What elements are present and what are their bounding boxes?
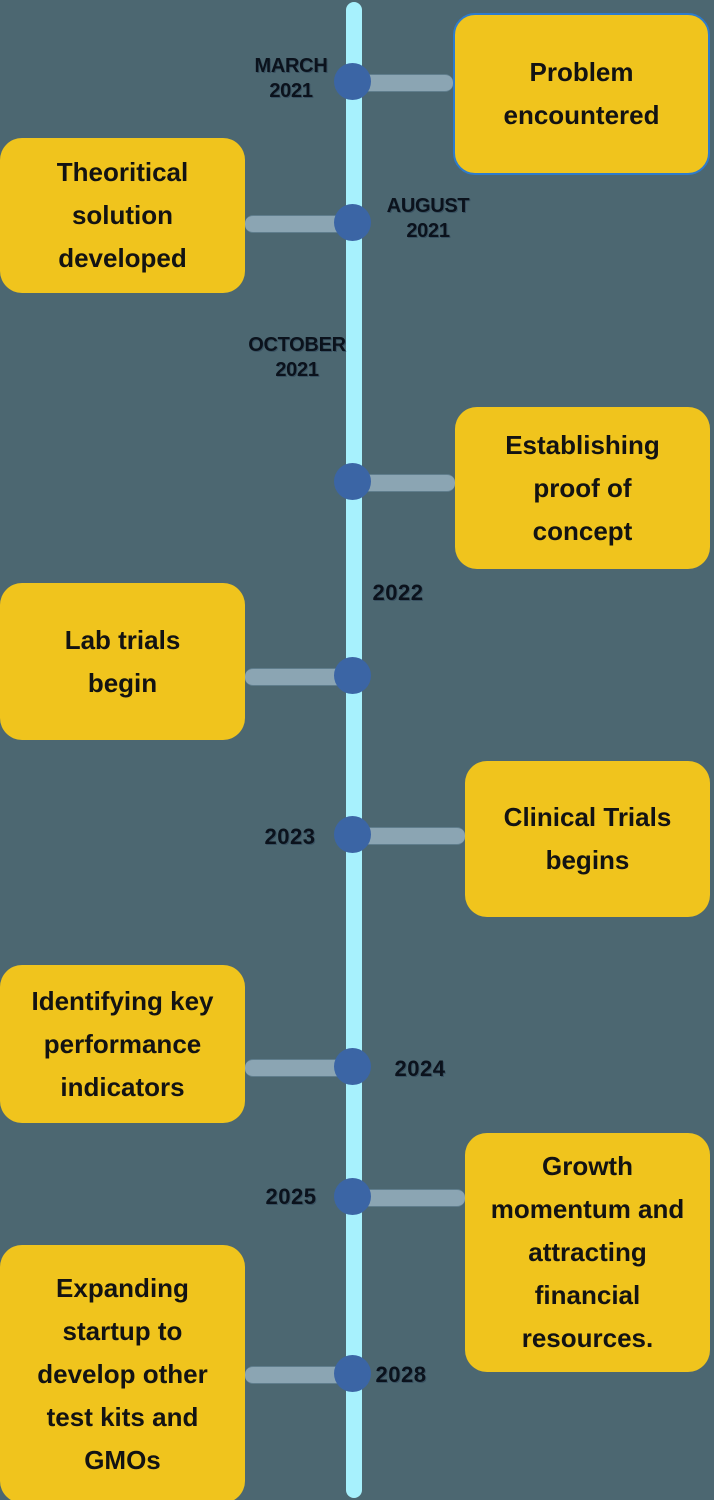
timeline-node bbox=[334, 657, 371, 694]
event-date-label: 2023 bbox=[264, 824, 316, 849]
event-date-label: 2024 bbox=[394, 1056, 446, 1081]
event-date-label: MARCH 2021 bbox=[254, 55, 328, 102]
event-date-label: 2022 bbox=[372, 580, 424, 605]
connector-line bbox=[353, 474, 455, 492]
timeline-node bbox=[334, 816, 371, 853]
timeline-node bbox=[334, 204, 371, 241]
event-date-label: 2025 bbox=[265, 1184, 317, 1209]
event-card: Expanding startup to develop other test … bbox=[0, 1245, 245, 1500]
timeline-node bbox=[334, 1355, 371, 1392]
connector-line bbox=[245, 668, 353, 686]
connector-line bbox=[245, 1366, 353, 1384]
timeline-bar bbox=[346, 2, 362, 1498]
event-card: Establishing proof of concept bbox=[455, 407, 710, 569]
connector-line bbox=[245, 215, 353, 233]
connector-line bbox=[353, 74, 453, 92]
timeline-node bbox=[334, 63, 371, 100]
timeline-node bbox=[334, 1048, 371, 1085]
event-card: Growth momentum and attracting financial… bbox=[465, 1133, 710, 1372]
event-card: Theoritical solution developed bbox=[0, 138, 245, 293]
event-card: Identifying key performance indicators bbox=[0, 965, 245, 1123]
event-date-label: 2028 bbox=[375, 1362, 427, 1387]
connector-line bbox=[245, 1059, 353, 1077]
event-card: Lab trials begin bbox=[0, 583, 245, 740]
event-card: Problem encountered bbox=[453, 13, 710, 175]
event-card: Clinical Trials begins bbox=[465, 761, 710, 917]
event-date-label: OCTOBER 2021 bbox=[248, 334, 346, 381]
connector-line bbox=[353, 827, 465, 845]
connector-line bbox=[353, 1189, 465, 1207]
event-date-label: AUGUST 2021 bbox=[386, 195, 470, 242]
timeline-node bbox=[334, 463, 371, 500]
timeline-node bbox=[334, 1178, 371, 1215]
